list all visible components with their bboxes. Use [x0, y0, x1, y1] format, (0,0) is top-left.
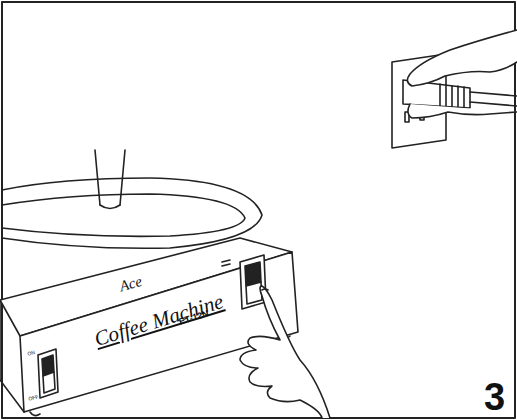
step-number: 3 [484, 378, 505, 416]
rocker-switch [240, 255, 266, 309]
brand-mark [222, 260, 230, 266]
server-base [2, 150, 262, 248]
coffee-machine-body [0, 238, 298, 416]
pointing-hand [240, 286, 330, 418]
rocker-switch [38, 349, 58, 398]
plugging-hand [407, 30, 517, 118]
